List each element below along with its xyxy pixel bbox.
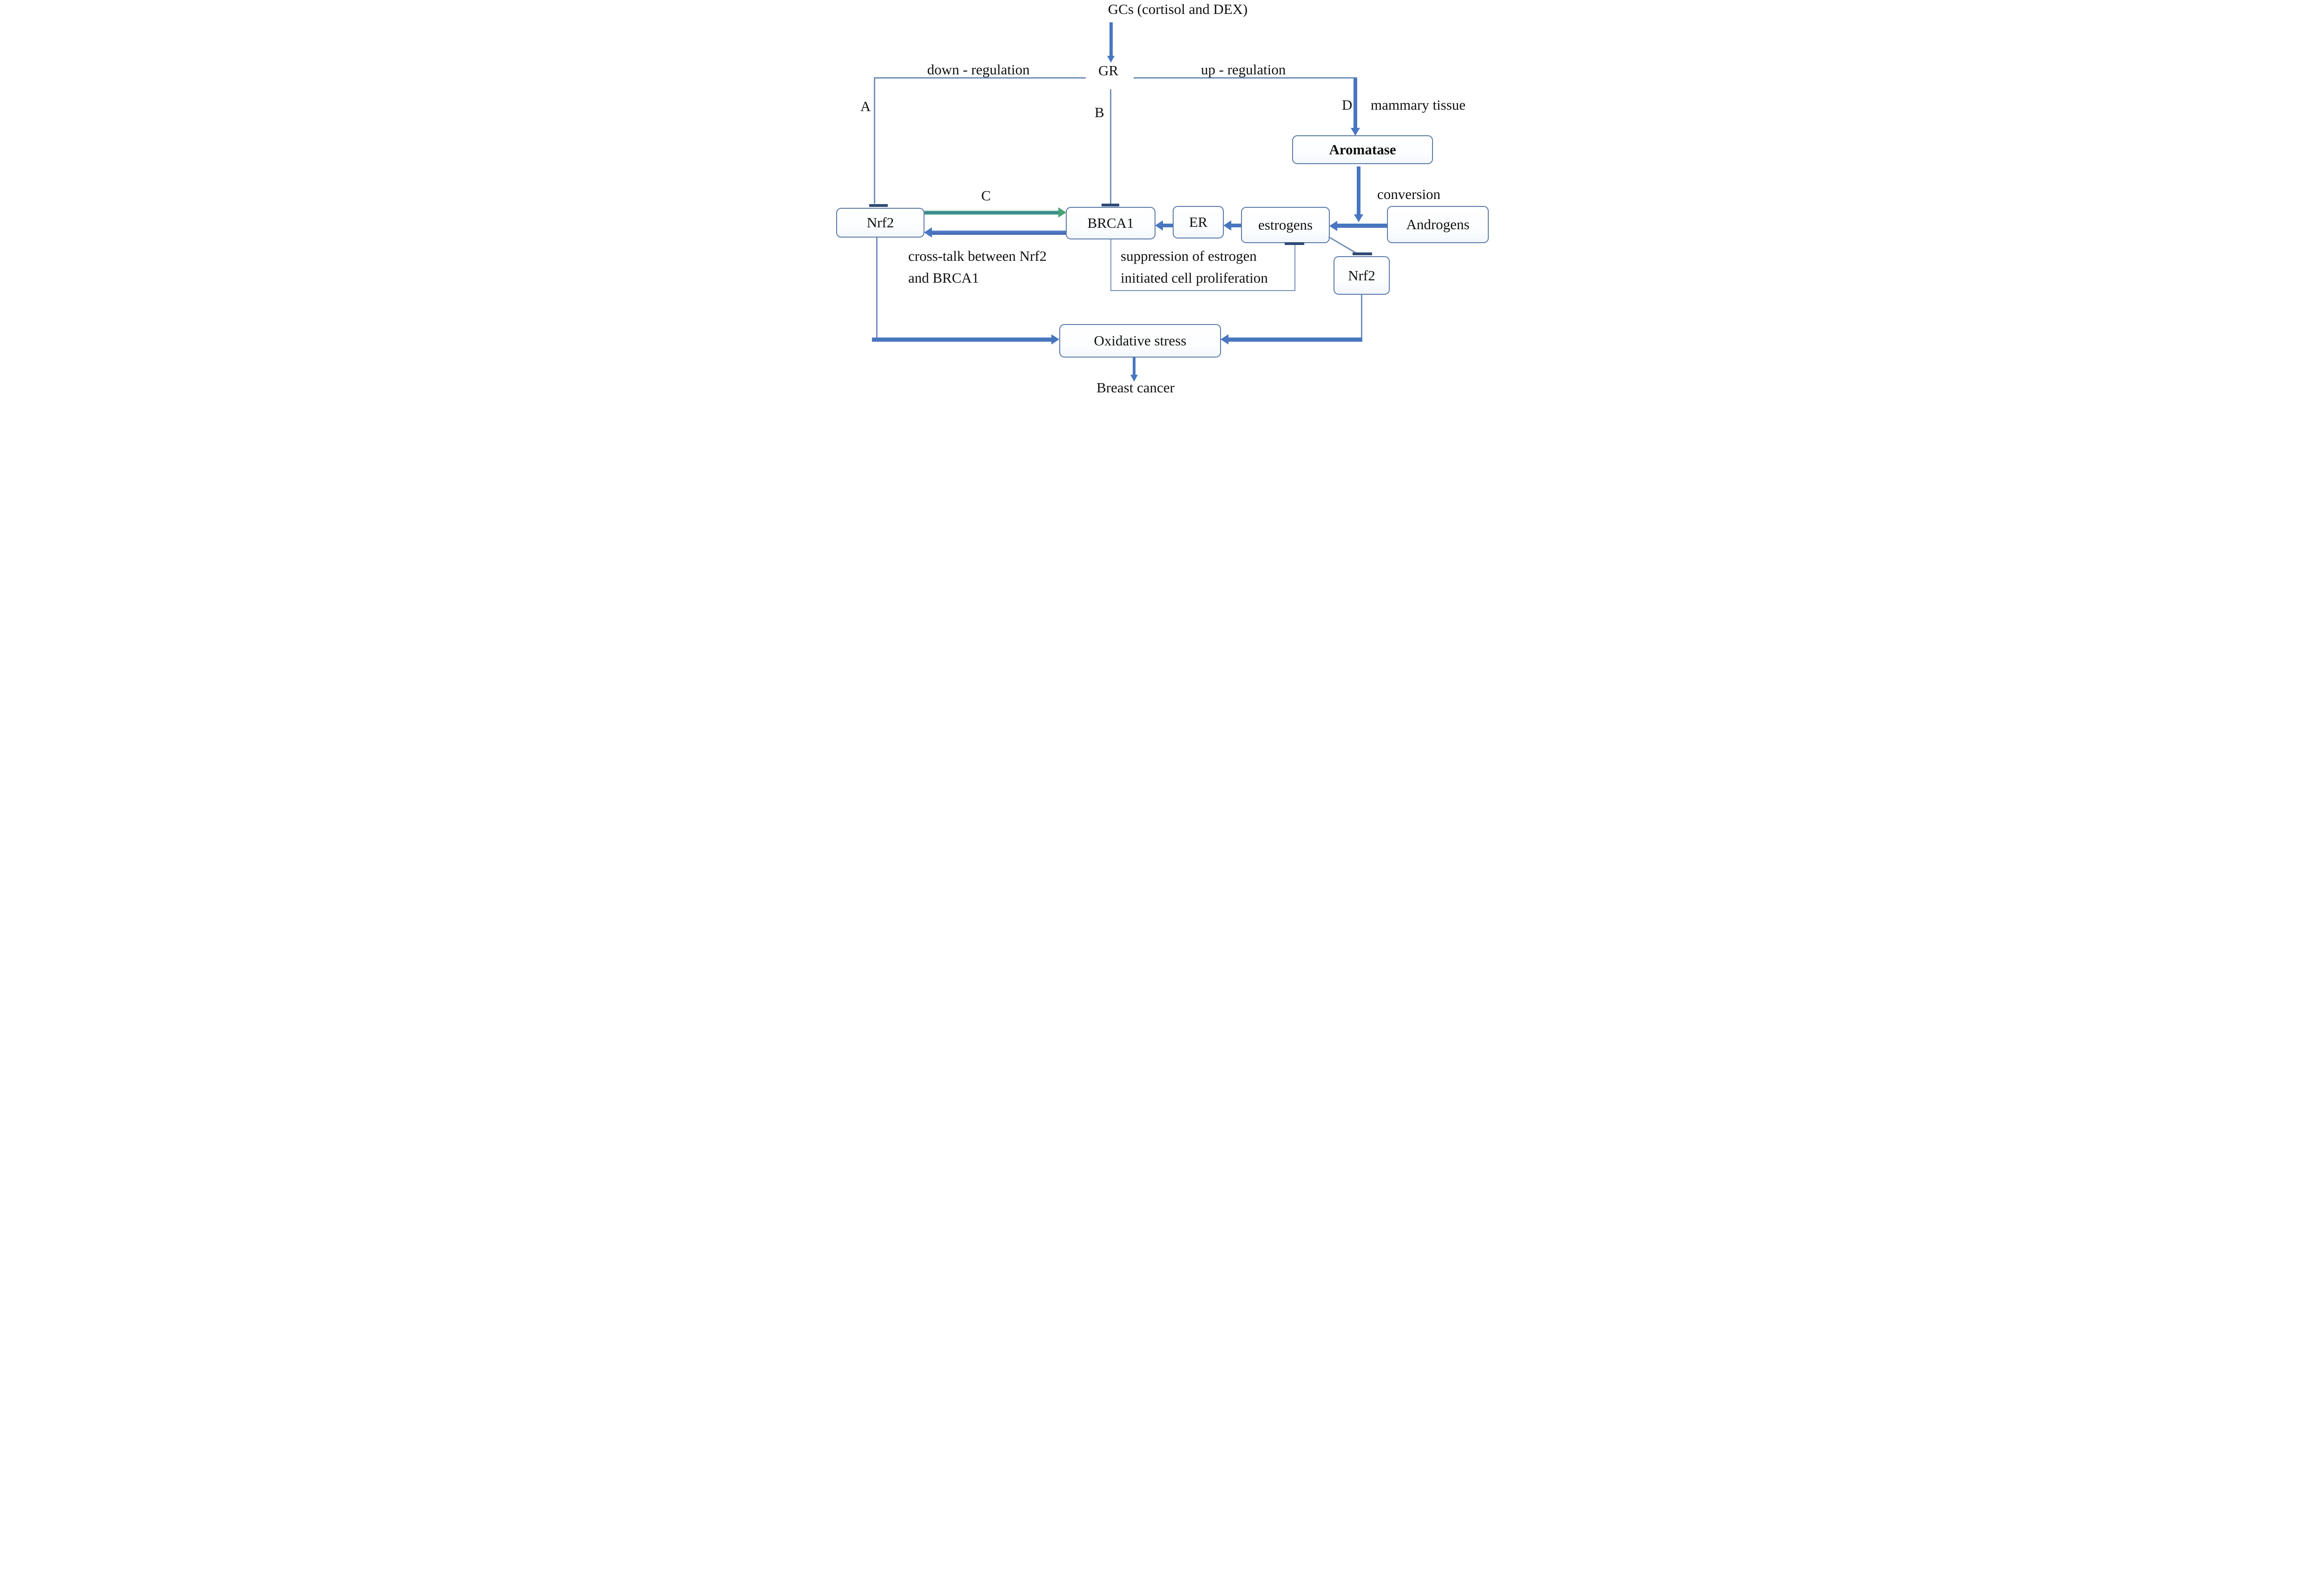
node-androgens-label: Androgens	[1406, 216, 1470, 232]
estrogens-to-nrf2-diagonal-line	[1328, 236, 1357, 254]
er-to-brca1-arrowhead	[1155, 220, 1163, 231]
conversion-label: conversion	[1377, 186, 1441, 202]
crosstalk-blue-arrowhead	[924, 227, 932, 238]
gcs-to-gr-arrow-shaft	[1109, 22, 1113, 56]
node-gr: GR	[1098, 62, 1119, 79]
d-arrow-shaft	[1353, 78, 1357, 128]
inhibitor-bar-brca1	[1102, 204, 1119, 206]
er-to-brca1-shaft	[1163, 224, 1173, 227]
down-regulation-label: down - regulation	[927, 61, 1030, 78]
suppression-caption-line2: initiated cell proliferation	[1121, 270, 1268, 286]
estrogens-to-er-arrowhead	[1223, 220, 1231, 231]
crosstalk-caption-line1: cross-talk between Nrf2	[908, 248, 1047, 264]
branch-b-line	[1110, 89, 1111, 204]
pathway-diagram: GCs (cortisol and DEX) GR down - regulat…	[832, 0, 1492, 396]
suppression-loop-right-line	[1294, 245, 1295, 291]
suppression-loop-bottom-line	[1110, 290, 1295, 291]
estrogens-to-er-shaft	[1231, 224, 1241, 227]
oxidative-to-breast-shaft	[1133, 358, 1136, 375]
inhibitor-bar-nrf2-left	[869, 204, 888, 207]
nrf2-left-down-line	[876, 238, 878, 339]
conversion-arrow-shaft	[1357, 166, 1360, 215]
node-nrf2-left-label: Nrf2	[866, 214, 894, 231]
node-oxidative-stress: Oxidative stress	[1059, 324, 1221, 358]
inhibitor-bar-nrf2-right	[1353, 252, 1372, 255]
crosstalk-green-shaft	[924, 211, 1059, 215]
androgens-to-estrogens-shaft	[1337, 224, 1387, 228]
nrf2-right-to-oxidative-shaft	[1228, 338, 1362, 342]
crosstalk-caption-line2: and BRCA1	[908, 270, 979, 286]
suppression-caption-line1: suppression of estrogen	[1121, 248, 1257, 264]
node-estrogens-label: estrogens	[1258, 217, 1313, 233]
node-nrf2-left: Nrf2	[836, 208, 924, 238]
node-aromatase-label: Aromatase	[1329, 141, 1396, 158]
gcs-to-gr-arrowhead	[1107, 56, 1115, 63]
node-estrogens: estrogens	[1241, 207, 1330, 243]
branch-a-line	[874, 77, 875, 204]
node-nrf2-right: Nrf2	[1334, 256, 1390, 295]
nrf2-left-to-oxidative-arrowhead	[1051, 334, 1059, 344]
d-arrowhead	[1351, 128, 1360, 136]
node-brca1-label: BRCA1	[1087, 215, 1134, 231]
nrf2-right-to-oxidative-arrowhead	[1221, 334, 1228, 344]
inhibitor-bar-estrogens	[1285, 242, 1304, 245]
node-er-label: ER	[1189, 214, 1208, 230]
node-androgens: Androgens	[1387, 206, 1489, 243]
node-brca1: BRCA1	[1066, 207, 1155, 239]
androgens-to-estrogens-arrowhead	[1329, 221, 1337, 231]
label-a: A	[860, 98, 871, 114]
up-regulation-line	[1134, 77, 1357, 79]
conversion-arrowhead	[1354, 214, 1363, 222]
node-er: ER	[1173, 206, 1224, 238]
node-nrf2-right-label: Nrf2	[1348, 267, 1375, 284]
nrf2-left-to-oxidative-shaft	[872, 338, 1052, 342]
label-b: B	[1095, 104, 1104, 120]
nrf2-right-down-line	[1361, 295, 1362, 340]
label-d: D	[1342, 97, 1353, 113]
suppression-loop-left-line	[1110, 239, 1111, 291]
down-regulation-line	[874, 77, 1086, 79]
node-breast-cancer: Breast cancer	[1096, 379, 1175, 396]
crosstalk-green-arrowhead	[1058, 207, 1066, 218]
crosstalk-blue-shaft	[932, 231, 1066, 235]
label-c: C	[981, 187, 991, 204]
title-gcs: GCs (cortisol and DEX)	[1108, 1, 1248, 17]
up-regulation-label: up - regulation	[1201, 61, 1286, 78]
node-aromatase: Aromatase	[1292, 135, 1433, 164]
node-oxidative-stress-label: Oxidative stress	[1094, 332, 1187, 349]
mammary-tissue-label: mammary tissue	[1371, 97, 1466, 113]
oxidative-to-breast-arrowhead	[1130, 375, 1138, 382]
